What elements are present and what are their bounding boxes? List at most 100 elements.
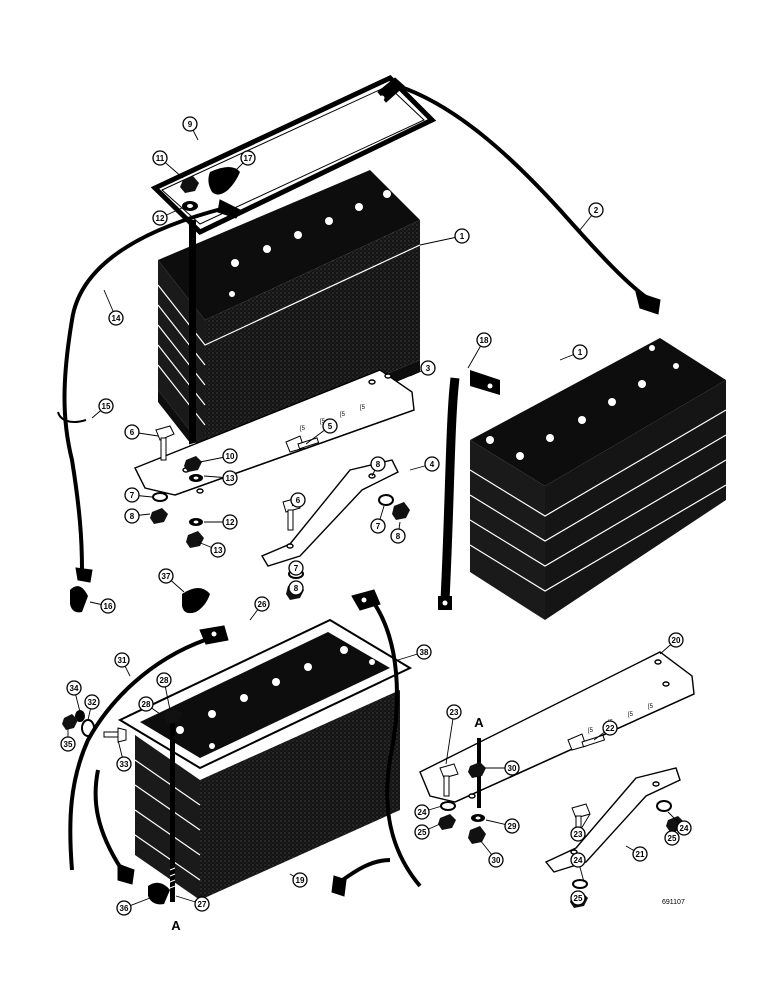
battery-lower	[117, 618, 413, 902]
callout-number: 6	[130, 428, 135, 437]
callout-circle	[124, 424, 140, 440]
callout-layer: 1123456677788889101112121313141516171819…	[60, 116, 692, 916]
callout-number: 33	[120, 760, 129, 769]
callout-6: 6	[290, 492, 306, 508]
callout-5: 5	[322, 418, 338, 434]
bolt-5	[285, 435, 320, 453]
cable-14	[57, 199, 241, 583]
nut-13b	[186, 531, 204, 548]
battery-tray-bracket-3: [5[5 [5[5	[134, 369, 415, 496]
callout-number: 11	[156, 154, 165, 163]
callout-number: 38	[420, 648, 429, 657]
callout-16: 16	[100, 598, 116, 614]
callout-circle	[288, 560, 304, 576]
callout-circle	[222, 448, 238, 464]
callout-25: 25	[414, 824, 430, 840]
callout-circle	[454, 228, 470, 244]
callout-circle	[504, 818, 520, 834]
callout-number: 2	[594, 206, 599, 215]
svg-text:[5: [5	[648, 704, 654, 710]
callout-36: 36	[116, 900, 132, 916]
callout-12: 12	[222, 514, 238, 530]
callout-number: 12	[226, 518, 235, 527]
bolt-33	[103, 727, 127, 743]
figure-code: 691107	[662, 899, 685, 906]
callout-17: 17	[240, 150, 256, 166]
callout-25: 25	[664, 830, 680, 846]
callout-22: 22	[602, 720, 618, 736]
callout-circle	[414, 804, 430, 820]
callout-7: 7	[370, 518, 386, 534]
callout-8: 8	[124, 508, 140, 524]
callout-7: 7	[124, 487, 140, 503]
hold-down-rod	[188, 220, 197, 470]
washer-7b	[378, 494, 394, 506]
callout-circle	[668, 632, 684, 648]
callout-25: 25	[570, 890, 586, 906]
callout-13: 13	[222, 470, 238, 486]
callout-number: 27	[198, 900, 207, 909]
callout-number: 24	[418, 808, 427, 817]
nut-8a	[150, 508, 168, 524]
callout-29: 29	[504, 818, 520, 834]
callout-28: 28	[156, 672, 172, 688]
callout-circle	[60, 736, 76, 752]
callout-circle	[182, 116, 198, 132]
callout-circle	[322, 418, 338, 434]
nut-35	[62, 714, 78, 730]
nut-28	[164, 708, 182, 724]
washer-12	[182, 201, 198, 211]
ground-strap-18	[438, 370, 500, 610]
cable-31	[68, 625, 229, 871]
callout-number: 10	[226, 452, 235, 461]
callout-number: 7	[376, 522, 381, 531]
battery-right	[469, 338, 727, 620]
callout-8: 8	[288, 580, 304, 596]
svg-text:[5: [5	[588, 728, 594, 734]
callout-circle	[424, 456, 440, 472]
callout-37: 37	[158, 568, 174, 584]
callout-circle	[116, 900, 132, 916]
callout-number: 21	[636, 850, 645, 859]
callout-number: 5	[328, 422, 333, 431]
callout-number: 22	[606, 724, 615, 733]
callout-number: 30	[508, 764, 517, 773]
callout-circle	[588, 202, 604, 218]
svg-text:[5: [5	[360, 405, 366, 411]
callout-number: 30	[492, 856, 501, 865]
callout-circle	[420, 360, 436, 376]
callout-circle	[158, 568, 174, 584]
callout-number: 24	[680, 824, 689, 833]
svg-text:[5: [5	[320, 419, 326, 425]
washer-12b	[189, 518, 203, 526]
callout-circle	[156, 672, 172, 688]
callout-number: 35	[64, 740, 73, 749]
nut-10	[184, 456, 202, 472]
callout-26: 26	[254, 596, 270, 612]
callout-number: 29	[508, 822, 517, 831]
callout-2: 2	[588, 202, 604, 218]
callout-number: 8	[396, 532, 401, 541]
callout-1: 1	[454, 228, 470, 244]
callout-4: 4	[424, 456, 440, 472]
callout-7: 7	[288, 560, 304, 576]
cable-2	[377, 77, 661, 315]
callout-number: 14	[112, 314, 121, 323]
callout-number: 28	[160, 676, 169, 685]
callout-circle	[676, 820, 692, 836]
callout-21: 21	[632, 846, 648, 862]
callout-11: 11	[152, 150, 168, 166]
callout-number: 13	[214, 546, 223, 555]
svg-text:[5: [5	[300, 426, 306, 432]
callout-circle	[570, 826, 586, 842]
callout-circle	[138, 696, 154, 712]
nut-8b	[392, 502, 410, 520]
bolt-6a	[155, 425, 175, 461]
washer-13a	[189, 474, 203, 482]
reference-letter-a-lower: A	[171, 918, 181, 933]
callout-6: 6	[124, 424, 140, 440]
callout-circle	[416, 644, 432, 660]
callout-32: 32	[84, 694, 100, 710]
callout-number: 8	[130, 512, 135, 521]
callout-circle	[152, 210, 168, 226]
